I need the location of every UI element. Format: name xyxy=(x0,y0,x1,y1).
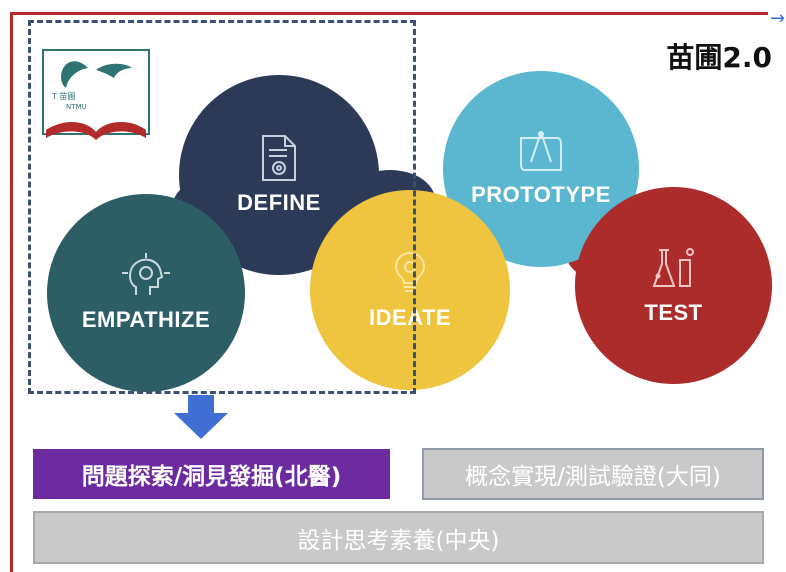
logo: T 苗圃 NTMU xyxy=(40,48,152,144)
logo-subtext: NTMU xyxy=(66,103,87,111)
document-gear-icon xyxy=(259,134,299,182)
discovery-bar: 問題探索/洞見發掘(北醫) xyxy=(33,449,390,499)
test-circle: TEST xyxy=(575,187,772,384)
ideate-circle: IDEATE xyxy=(310,190,510,390)
define-label: DEFINE xyxy=(237,190,321,215)
empathize-label: EMPATHIZE xyxy=(81,307,211,332)
test-label: TEST xyxy=(644,299,703,325)
slide-frame xyxy=(10,12,768,572)
literacy-bar: 設計思考素養(中央) xyxy=(33,511,764,564)
concept-bar: 概念實現/測試驗證(大同) xyxy=(422,448,764,500)
arrow-down-icon xyxy=(172,395,230,446)
ideate-label: IDEATE xyxy=(368,305,452,330)
head-gears-icon xyxy=(120,253,172,299)
highlight-dashed-box xyxy=(28,20,416,394)
blueprint-compass-icon xyxy=(517,130,565,174)
empathize-circle: EMPATHIZE xyxy=(47,194,245,392)
arrow-right-icon: → xyxy=(770,8,786,29)
prototype-label: PROTOTYPE xyxy=(471,182,611,207)
logo-text: T 苗圃 xyxy=(52,92,76,101)
brand-title: 苗圃2.0 xyxy=(666,41,772,74)
flask-icon xyxy=(650,246,698,292)
